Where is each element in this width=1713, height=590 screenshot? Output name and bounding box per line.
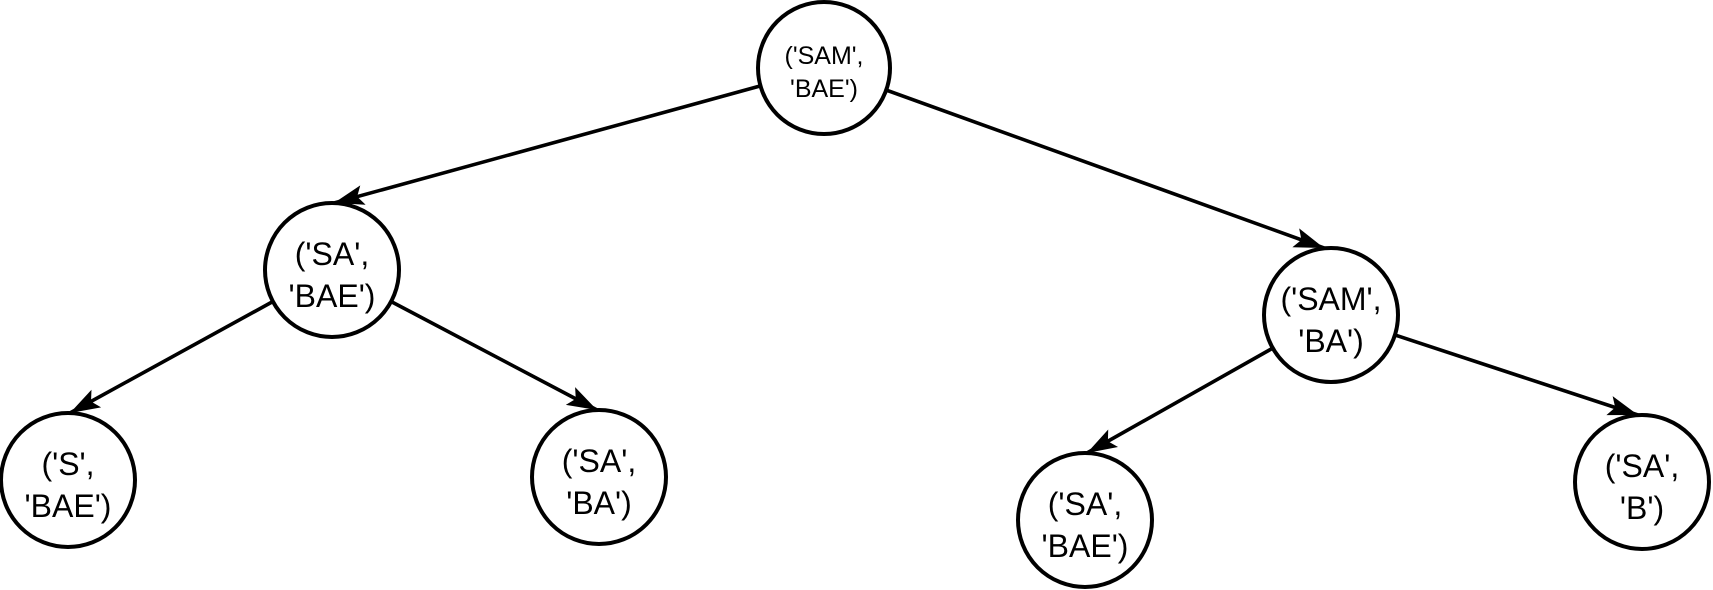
node-circle bbox=[530, 408, 668, 546]
node-label-line2: 'BAE') bbox=[25, 488, 112, 524]
node-circle bbox=[1016, 451, 1154, 589]
tree-node-left: ('SA', 'BAE') bbox=[263, 201, 401, 339]
edge-left-to-left-right bbox=[391, 300, 598, 412]
node-label-line2: 'BAE') bbox=[790, 75, 858, 103]
node-circle bbox=[1573, 413, 1711, 551]
node-circle bbox=[0, 411, 137, 549]
edge-right-to-right-right bbox=[1394, 333, 1639, 417]
node-circle bbox=[1262, 246, 1400, 384]
tree-node-left-left: ('S', 'BAE') bbox=[0, 411, 137, 549]
edge-root-to-left bbox=[333, 84, 761, 205]
edge-left-to-left-left bbox=[69, 300, 273, 415]
node-circle bbox=[263, 201, 401, 339]
edge-right-to-right-left bbox=[1086, 346, 1274, 455]
node-label-line2: 'BAE') bbox=[1042, 528, 1129, 564]
node-label-line2: 'BA') bbox=[1298, 323, 1364, 359]
tree-node-left-right: ('SA', 'BA') bbox=[530, 408, 668, 546]
node-label-line1: ('SA', bbox=[295, 236, 369, 272]
tree-node-right-right: ('SA', 'B') bbox=[1573, 413, 1711, 551]
node-label-line1: ('SAM', bbox=[785, 42, 864, 70]
node-label-line2: 'B') bbox=[1620, 490, 1664, 526]
node-label-line1: ('SA', bbox=[1605, 448, 1679, 484]
edge-root-to-right bbox=[885, 88, 1325, 250]
node-label-line1: ('SA', bbox=[562, 443, 636, 479]
tree-node-root: ('SAM', 'BAE') bbox=[756, 0, 892, 136]
node-circle bbox=[756, 0, 892, 136]
tree-node-right: ('SAM', 'BA') bbox=[1262, 246, 1400, 384]
node-label-line1: ('SA', bbox=[1048, 486, 1122, 522]
node-label-line1: ('SAM', bbox=[1280, 281, 1381, 317]
tree-node-right-left: ('SA', 'BAE') bbox=[1016, 451, 1154, 589]
node-label-line1: ('S', bbox=[41, 446, 94, 482]
node-label-line2: 'BA') bbox=[566, 485, 632, 521]
node-label-line2: 'BAE') bbox=[289, 278, 376, 314]
